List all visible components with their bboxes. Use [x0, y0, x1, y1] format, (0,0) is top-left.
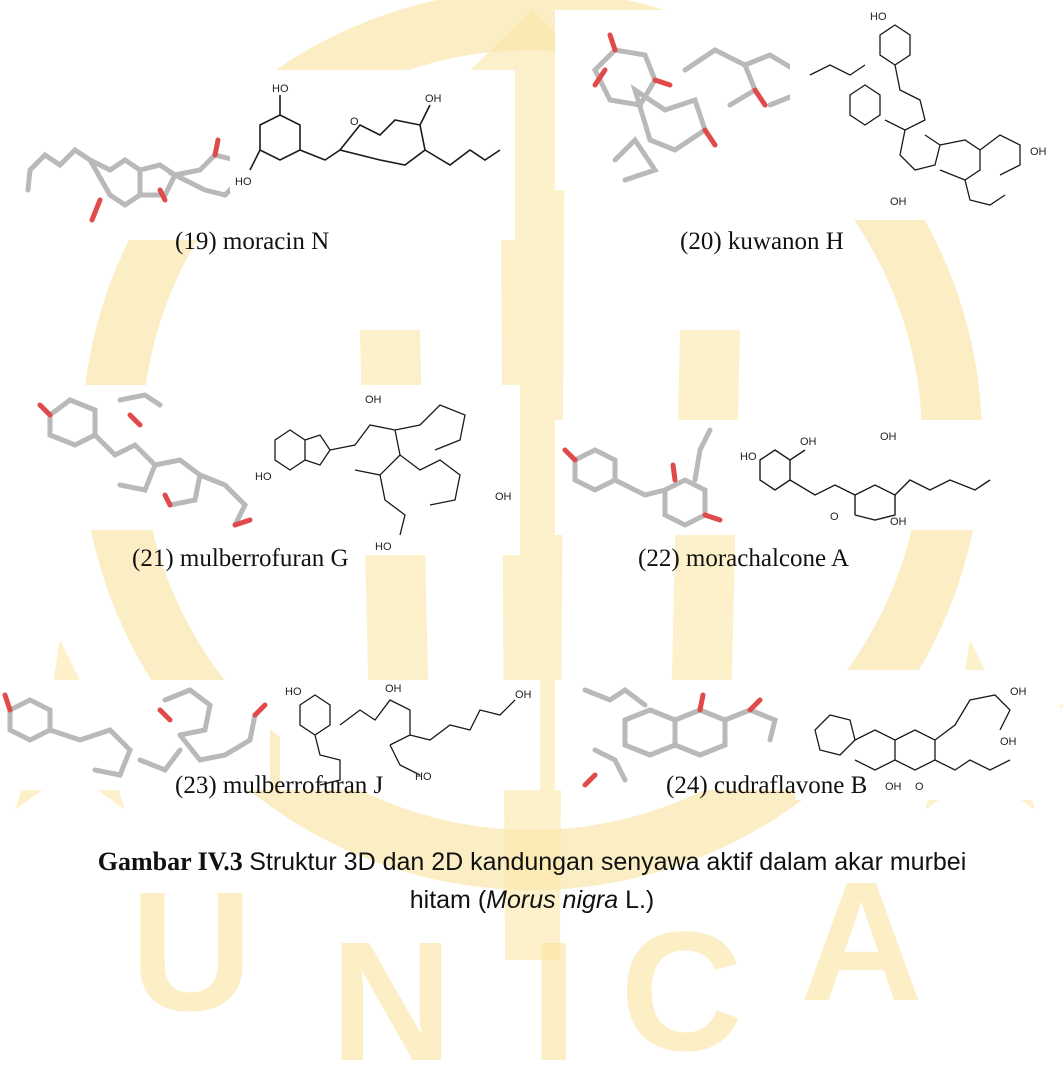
figure-label-21: (21) mulberrofuran G: [132, 545, 349, 572]
atom-label: HO: [285, 686, 302, 698]
atom-label: O: [915, 781, 924, 793]
atom-label: HO: [870, 11, 887, 23]
atom-label: OH: [800, 436, 817, 448]
structure-panel-22-2d: HO OH OH O OH: [735, 420, 1060, 530]
atom-label: O: [830, 511, 839, 523]
figure-label-23: (23) mulberrofuran J: [175, 772, 384, 799]
atom-label: O: [350, 116, 359, 128]
atom-label: OH: [385, 683, 402, 695]
structure-panel-21-2d: OH HO OH HO: [255, 385, 520, 555]
atom-label: HO: [740, 451, 757, 463]
atom-label: OH: [365, 394, 382, 406]
svg-text:N: N: [330, 907, 453, 1091]
atom-label: HO: [235, 176, 252, 188]
atom-label: OH: [1010, 686, 1027, 698]
atom-label: HO: [415, 771, 432, 783]
species-name: Morus nigra: [486, 886, 619, 914]
caption-text: Struktur 3D dan 2D kandungan senyawa akt…: [249, 848, 967, 876]
atom-label: OH: [515, 689, 532, 701]
atom-label: HO: [375, 541, 392, 553]
structure-panel-20-2d: HO OH OH: [790, 5, 1060, 220]
atom-label: OH: [495, 491, 512, 503]
caption-line-1: Gambar IV.3 Struktur 3D dan 2D kandungan…: [60, 843, 1004, 881]
figure-label-20: (20) kuwanon H: [680, 228, 844, 255]
morachalcone-a-2d-structure: HO OH OH O OH: [740, 431, 991, 528]
structure-panel-23-2d: HO OH OH HO: [280, 680, 540, 790]
structure-panel-20: [555, 10, 805, 190]
svg-text:U: U: [130, 857, 253, 1047]
mulberrofuran-g-2d-structure: OH HO OH HO: [255, 394, 512, 553]
atom-label: OH: [425, 93, 442, 105]
caption-label: Gambar IV.3: [97, 847, 243, 876]
mulberrofuran-g-3d-model: [37, 392, 253, 528]
structure-panel-24-2d: OH OH OH O: [795, 670, 1060, 800]
atom-label: OH: [890, 196, 907, 208]
moracin-n-3d-model: [25, 137, 243, 223]
mulberrofuran-j-2d-structure: HO OH OH HO: [285, 683, 532, 786]
cudraflavone-b-2d-structure: OH OH OH O: [814, 686, 1027, 793]
atom-label: OH: [1030, 146, 1047, 158]
structure-panel-19-2d: HO HO OH O: [230, 70, 515, 240]
figure-caption: Gambar IV.3 Struktur 3D dan 2D kandungan…: [60, 843, 1004, 919]
atom-label: HO: [255, 471, 272, 483]
structure-panel-22: [555, 420, 755, 535]
kuwanon-h-3d-model: [591, 32, 798, 183]
svg-text:I: I: [530, 907, 577, 1091]
structure-panel-19: [0, 70, 255, 240]
mulberrofuran-j-3d-model: [2, 687, 268, 778]
structure-panel-24: [555, 680, 795, 790]
moracin-n-2d-structure: HO HO OH O: [235, 83, 501, 188]
figure-label-22: (22) morachalcone A: [638, 545, 850, 572]
atom-label: HO: [272, 83, 289, 95]
structure-panel-21: [35, 385, 260, 530]
svg-text:A: A: [800, 847, 923, 1037]
caption-line-2: hitam (Morus nigra L.): [409, 886, 655, 914]
morachalcone-a-3d-model: [562, 427, 723, 528]
structure-panel-23: [0, 680, 270, 790]
cudraflavone-b-3d-model: [582, 686, 778, 788]
atom-label: OH: [885, 781, 902, 793]
svg-text:C: C: [620, 897, 743, 1087]
figure-label-19: (19) moracin N: [175, 228, 330, 255]
figure-label-24: (24) cudraflavone B: [666, 772, 868, 799]
kuwanon-h-2d-structure: HO OH OH: [809, 11, 1047, 208]
atom-label: OH: [880, 431, 897, 443]
atom-label: OH: [1000, 736, 1017, 748]
atom-label: OH: [890, 516, 907, 528]
